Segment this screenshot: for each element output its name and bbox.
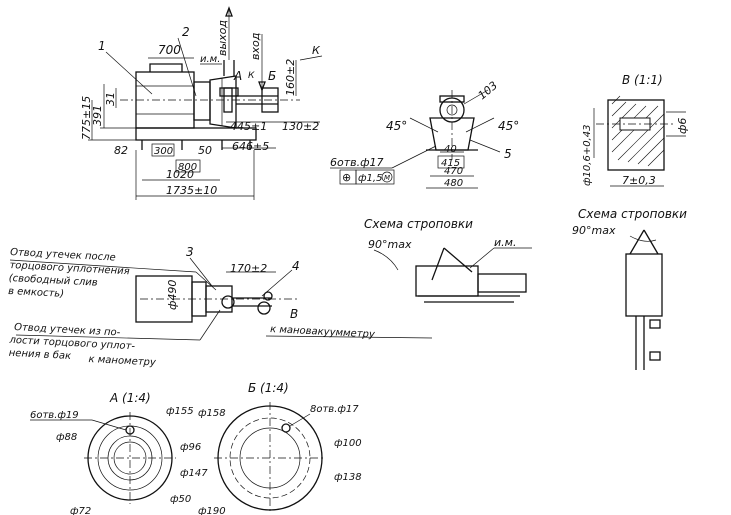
sling-2-unit [625,253,663,317]
flange-A-d147: ф147 [180,468,208,479]
note-line-7: нения в бак [8,347,71,362]
dim-415: 415 [441,158,460,169]
plan-view: 3 4 170±2 ф490 В Отвод утечек после торц… [8,245,433,369]
flange-A-d88: ф88 [56,432,77,443]
label-K2: К [312,44,321,57]
dim-6: ф6 [676,118,689,134]
flange-A-holes: 6отв.ф19 [30,410,79,421]
label-im: и.м. [200,54,220,65]
dim-646: 646±5 [232,140,269,153]
sling-2-angle: 90°max [572,224,616,237]
dim-10-6: ф10,6+0,43 [582,125,593,186]
flange-A-d72: ф72 [70,506,91,515]
flange-B-holes: 8отв.ф17 [310,404,359,415]
flange-B-title: Б (1:4) [248,381,289,395]
label-K1: К [248,71,255,81]
sling-1-motor [415,265,479,297]
dim-130: 130±2 [282,120,319,133]
label-A: А [233,69,242,83]
detail-V-title: В (1:1) [622,73,663,87]
dim-480: 480 [444,178,463,189]
dim-82: 82 [114,144,128,157]
note-line-3: (свободный слив [8,272,98,289]
callout-2: 2 [182,25,190,39]
sling-2-title: Схема строповки [578,207,687,221]
detail-V-body [607,99,665,171]
dim-800: 800 [178,162,197,173]
sling-scheme-1: Схема строповки 90°max и.м. [364,217,532,303]
label-B: Б [268,69,276,83]
detail-V: В (1:1) ф6 ф10,6+0,43 7±0,3 [582,73,689,187]
flange-A-d155: ф155 [166,406,194,417]
dim-160: 160±2 [284,59,297,96]
detail-V-hatching [611,95,665,167]
dim-391: 391 [91,105,104,126]
dim-445: 445±1 [230,120,267,133]
dim-470: 470 [444,166,463,177]
coupling [193,81,211,121]
tolerance-value: ф1,5 [358,173,382,184]
flange-B-d190: ф190 [198,506,226,515]
sling-1-angle: 90°max [368,238,412,251]
sling-scheme-2: Схема строповки 90°max [572,207,687,370]
label-vyhod: выход [216,20,229,56]
callout-1: 1 [98,39,106,53]
dim-40: 40 [444,144,457,155]
holes-label: 6отв.ф17 [330,156,384,169]
side-view: 45° 45° 103 40 415 470 480 5 6отв.ф17 ⊕ … [330,79,519,189]
terminal-box [149,63,183,72]
inlet-flange [261,87,279,113]
dim-700: 700 [158,43,181,57]
note-line-4: в емкость) [8,286,65,300]
angle-right: 45° [498,119,519,133]
dim-103: 103 [476,79,500,102]
flange-B-d138: ф138 [334,472,362,483]
flange-A: А (1:4) 6отв.ф19 ф155 ф88 ф96 ф147 ф50 ф… [30,391,208,515]
angle-left: 45° [386,119,407,133]
dim-775: 775±15 [80,96,93,140]
dim-490: ф490 [166,280,179,310]
sling-1-im: и.м. [494,236,516,249]
sling-1-title: Схема строповки [364,217,473,231]
flange-A-d96: ф96 [180,442,201,453]
label-V: В [290,307,298,321]
callout-3: 3 [186,245,194,259]
dim-1735: 1735±10 [166,184,217,197]
flange-B-hole [281,423,291,433]
flange-B-d100: ф100 [334,438,362,449]
main-view: 775±15 391 31 700 1 2 и.м. выход вход А … [80,6,323,200]
dim-31: 31 [104,92,117,106]
flange-A-title: А (1:4) [109,391,151,405]
dim-1020: 1020 [166,168,194,181]
note-manovac: к мановакуумметру [270,324,376,341]
tolerance-symbol: ⊕ [342,171,351,184]
base-frame [135,127,257,141]
flange-B-d158: ф158 [198,408,226,419]
dim-50: 50 [198,144,212,157]
dim-7: 7±0,3 [622,174,656,187]
dim-170: 170±2 [230,262,267,275]
callout-5: 5 [504,147,512,161]
callout-4: 4 [292,259,300,273]
tolerance-modifier: М [384,174,390,182]
label-vhod: вход [249,33,262,60]
note-manometer: к манометру [88,354,157,369]
flange-A-d50: ф50 [170,494,191,505]
flange-B: Б (1:4) ф158 8отв.ф17 ф100 ф138 ф190 [198,381,362,515]
dim-300: 300 [154,146,173,157]
